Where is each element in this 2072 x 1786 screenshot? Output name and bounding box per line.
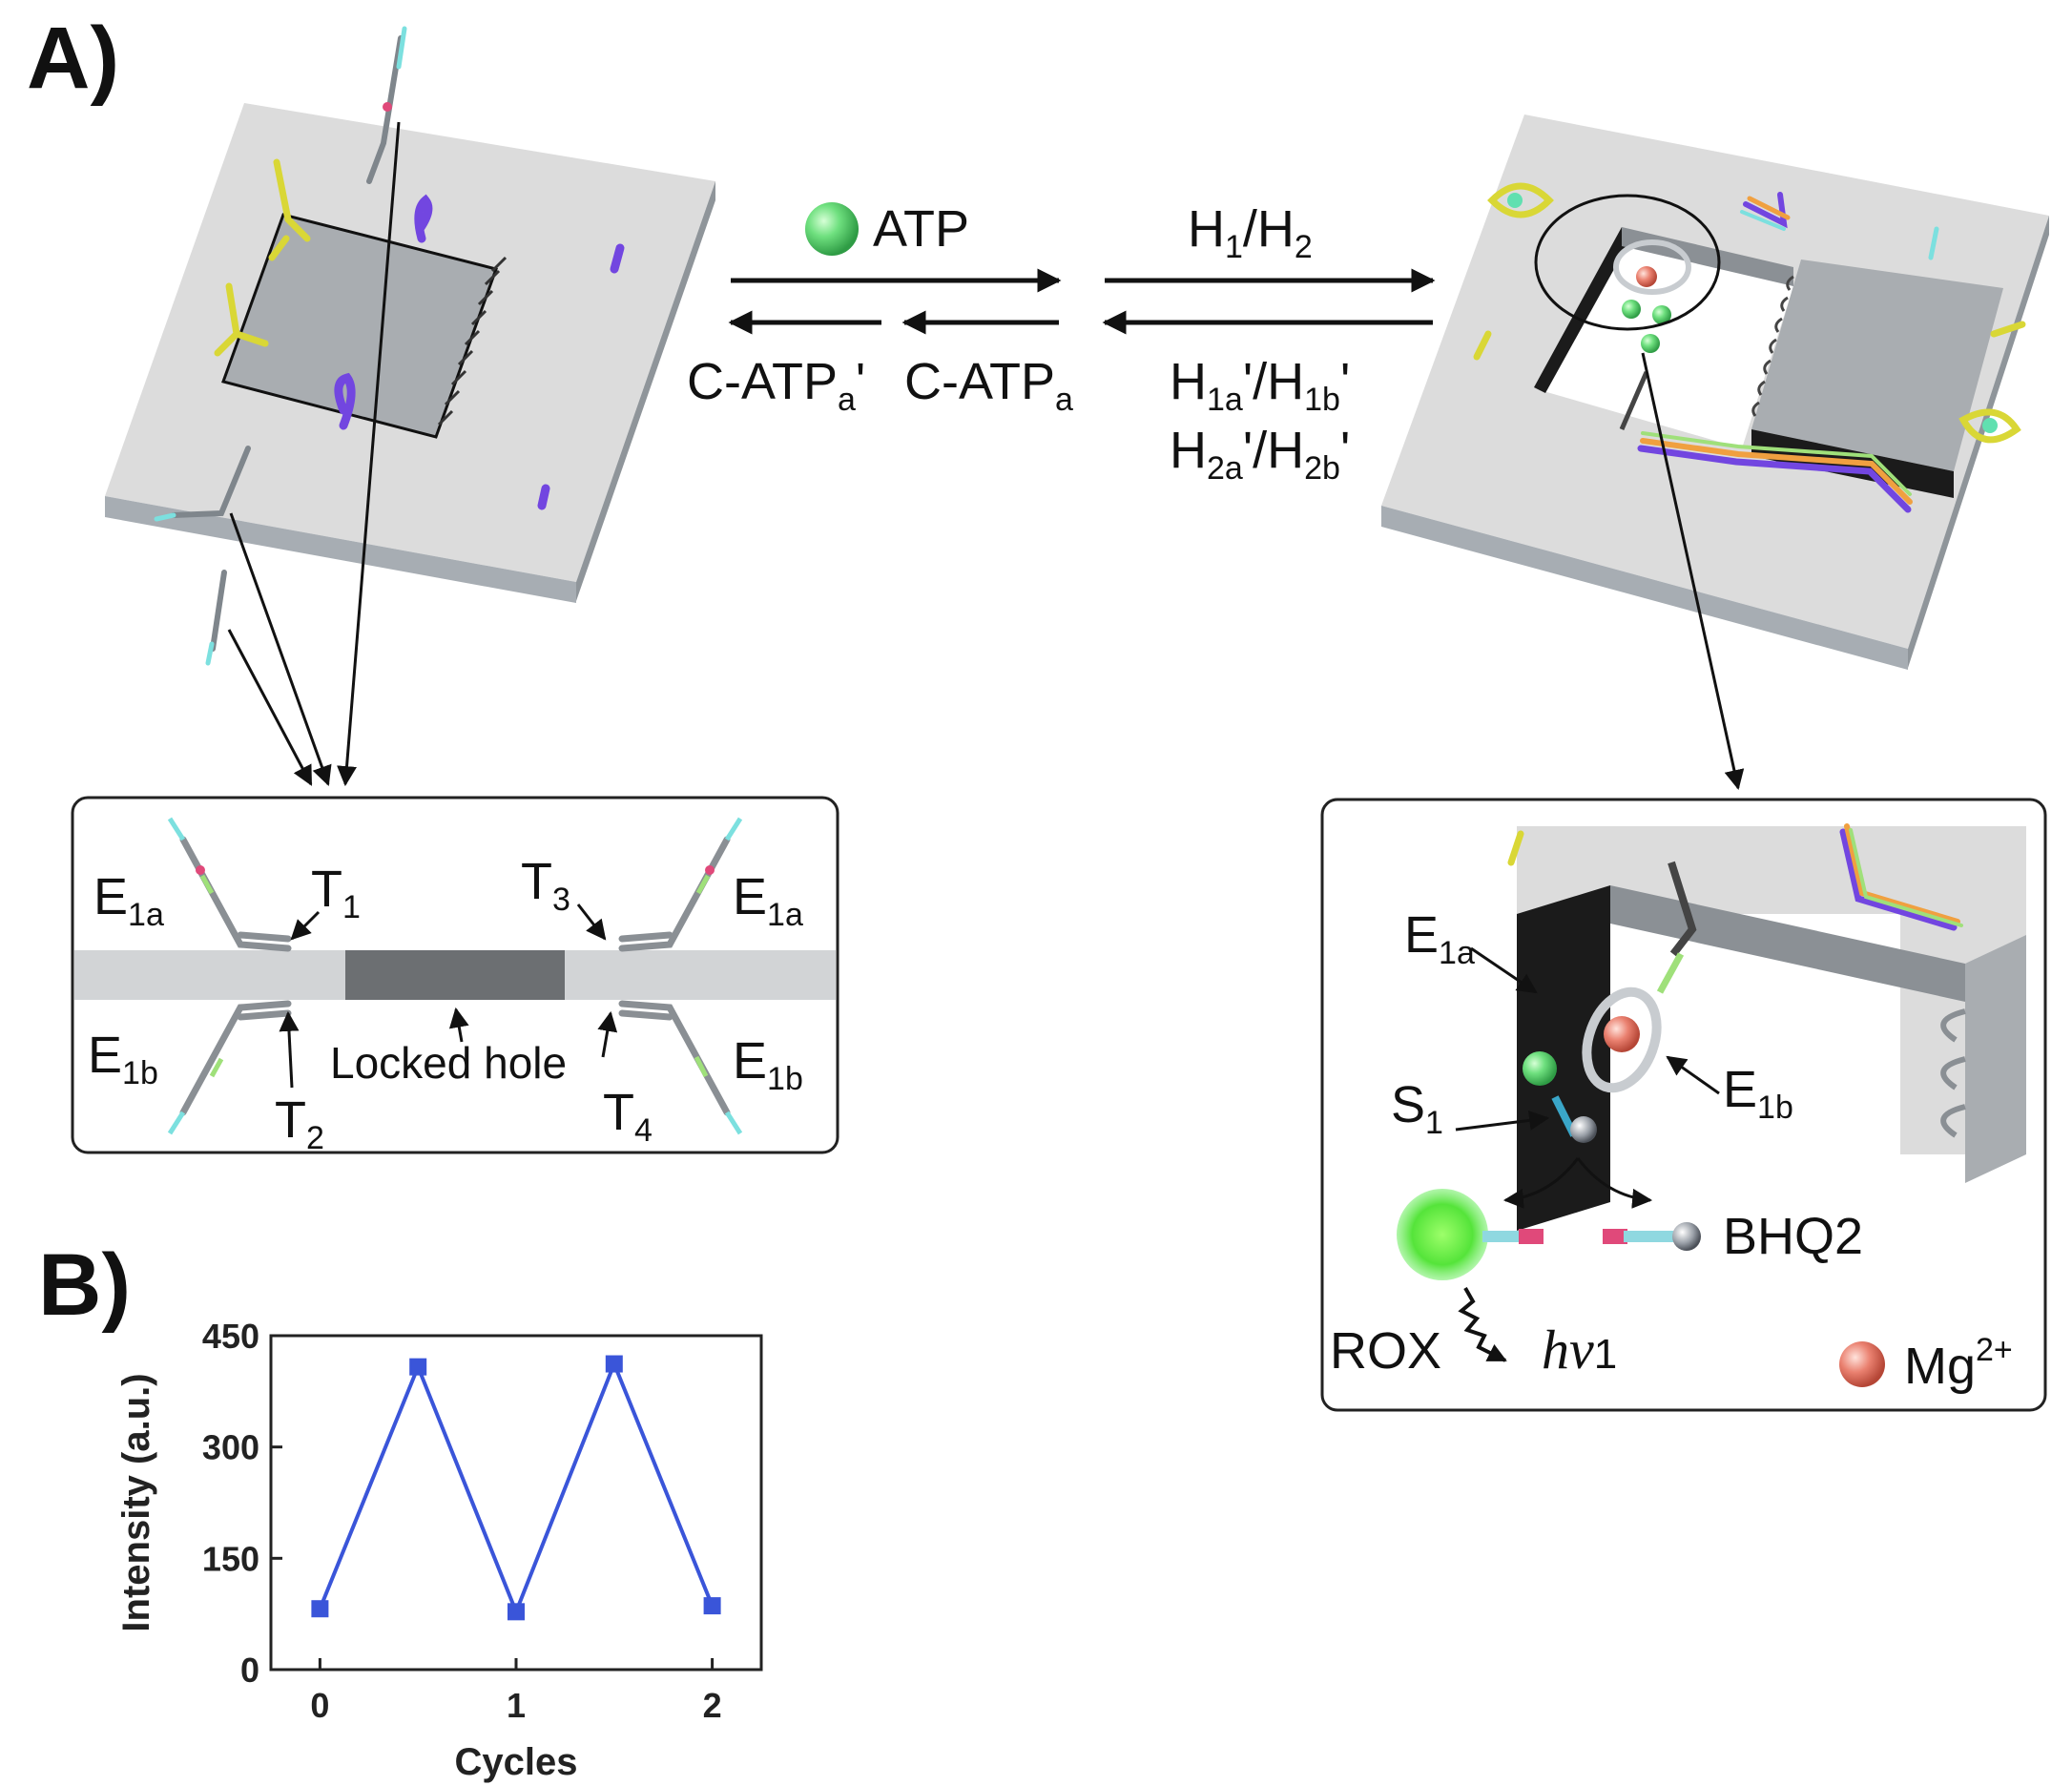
- data-point: [703, 1597, 721, 1615]
- e1b-label: E1b: [1723, 1061, 1793, 1126]
- yellow-strands: [1473, 182, 2026, 444]
- locked-hole-label: Locked hole: [330, 1038, 567, 1088]
- rox-label: ROX: [1330, 1322, 1441, 1380]
- left-leader-arrows: [227, 121, 401, 787]
- data-point: [508, 1603, 525, 1621]
- reaction-arrows: ATP H1/H2 C-ATPa' C-ATPa H1a'/H1b' H2a'/…: [687, 200, 1436, 487]
- atp-ball: [805, 202, 859, 256]
- bhq2-quencher: [1672, 1222, 1701, 1251]
- t4-label: T4: [603, 1084, 653, 1149]
- data-point: [409, 1358, 427, 1376]
- e1a-label: E1a: [1404, 906, 1475, 971]
- mg-label: Mg2+: [1904, 1332, 2013, 1395]
- e1b-right-label: E1b: [733, 1032, 803, 1097]
- lid-hinge-coils: [1751, 275, 1794, 417]
- panel-b-label: B): [38, 1236, 131, 1334]
- h2-prime-label: H2a'/H2b': [1170, 422, 1350, 487]
- dna-stems: [171, 35, 404, 652]
- inset-cyan-ends: [167, 817, 743, 1135]
- y-tick-label: 0: [240, 1651, 259, 1690]
- hv-label: hv1: [1542, 1319, 1617, 1381]
- inset-pointer-arrows: [279, 903, 618, 1089]
- tile-right-side: [576, 181, 715, 601]
- opened-lid: [1751, 260, 2003, 471]
- bhq-pink: [1603, 1229, 1627, 1244]
- c-atp-prime-label: C-ATPa': [687, 353, 865, 418]
- x-axis-label: Cycles: [455, 1741, 578, 1783]
- y-axis-label: Intensity (a.u.): [115, 1373, 157, 1631]
- rox-fluorophore: [1397, 1189, 1488, 1280]
- t1-label: T1: [311, 861, 361, 925]
- pink-mark: [383, 102, 392, 112]
- emission-arrow: [1458, 1287, 1507, 1362]
- x-tick-label: 0: [310, 1686, 329, 1725]
- panel-b-chart: 0 150 300 450 0 1 2 Cycles Intensity (a.u.): [115, 1317, 763, 1783]
- arrow-lines: [728, 268, 1436, 335]
- right-origami-tile: [1381, 114, 2049, 670]
- y-ticks: 0 150 300 450: [202, 1317, 282, 1690]
- inset-lid: [1965, 935, 2026, 1183]
- locked-hole-block: [345, 950, 565, 1000]
- right-leader-arrow: [1641, 352, 1745, 791]
- atp-label: ATP: [873, 200, 969, 258]
- e1a-right-label: E1a: [733, 868, 803, 933]
- purple-markers: [334, 194, 625, 510]
- series-points: [311, 1355, 721, 1621]
- left-inset: E1a E1a E1b E1b T1 T2 T3 T4 Locked hole: [71, 796, 839, 1156]
- y-tick-label: 150: [202, 1539, 259, 1578]
- series-line: [318, 1359, 715, 1617]
- tile-front-side: [105, 496, 576, 603]
- lid-hinge-staples: [437, 256, 508, 426]
- rox-pink: [1519, 1229, 1544, 1244]
- hole-wall: [1534, 227, 1633, 393]
- e1b-left-label: E1b: [88, 1027, 158, 1091]
- inset-dnazyme: [1523, 861, 1697, 1143]
- left-origami-tile: [105, 26, 715, 666]
- y-tick-label: 300: [202, 1428, 259, 1467]
- yellow-strand-bead: [1982, 418, 1998, 433]
- yellow-lock-strands: [214, 158, 311, 357]
- y-tick-label: 450: [202, 1317, 259, 1356]
- bhq2-label: BHQ2: [1723, 1208, 1863, 1265]
- t3-label: T3: [521, 853, 570, 918]
- t2-label: T2: [275, 1091, 324, 1156]
- inset-hole-wall: [1517, 885, 1610, 1231]
- inset-hinge-coils: [1940, 1008, 1966, 1138]
- inset-pink-marks: [196, 865, 715, 875]
- s1-label: S1: [1391, 1076, 1443, 1141]
- data-point: [311, 1600, 329, 1618]
- bhq-linker: [1624, 1231, 1673, 1242]
- panel-a-label: A): [27, 10, 119, 107]
- hcr-strands: [1637, 192, 1939, 513]
- data-point: [605, 1355, 623, 1373]
- dnazyme-cluster: [1613, 239, 1691, 430]
- c-atp-label: C-ATPa: [904, 353, 1073, 418]
- right-inset: E1a E1b S1 BHQ2 ROX hv1 Mg2+: [1320, 798, 2047, 1412]
- h1-prime-label: H1a'/H1b': [1170, 353, 1350, 418]
- inset-hcr-strands: [1507, 823, 1963, 931]
- tile-front-side: [1381, 506, 1908, 670]
- mg-ion: [1839, 1341, 1885, 1387]
- cyan-ends: [154, 26, 407, 666]
- inset-strands: [179, 836, 731, 1116]
- inset-green-marks: [199, 874, 711, 1078]
- x-tick-label: 2: [703, 1686, 722, 1725]
- x-ticks: 0 1 2: [310, 1658, 722, 1725]
- h1h2-label: H1/H2: [1188, 200, 1313, 265]
- x-tick-label: 1: [507, 1686, 526, 1725]
- inset-rim: [1610, 885, 1965, 1002]
- yellow-strand-bead: [1507, 193, 1523, 208]
- inset-right-pointers: [1455, 946, 1720, 1209]
- e1a-left-label: E1a: [93, 868, 164, 933]
- zoom-circle: [1534, 194, 1721, 331]
